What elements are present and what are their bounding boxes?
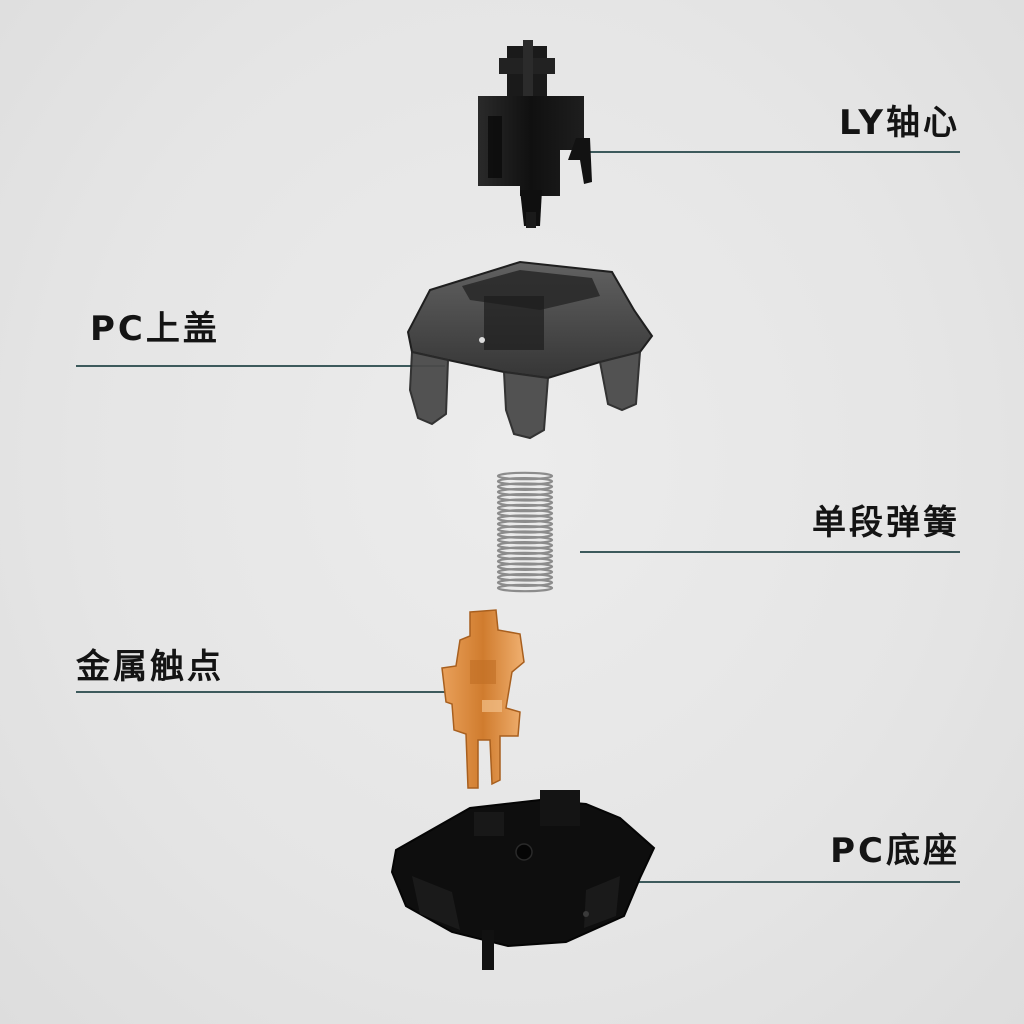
metal-contact-icon (442, 610, 524, 788)
spring-coil (498, 585, 552, 591)
stem-label: LY轴心 (839, 106, 960, 140)
top-housing-icon (408, 262, 652, 438)
contact-label: 金属触点 (76, 650, 224, 684)
switch-stem-icon (478, 40, 592, 228)
spring-icon (498, 473, 552, 591)
bottom-housing-label: PC底座 (830, 834, 960, 868)
spring-label: 单段弹簧 (812, 506, 960, 540)
bottom-housing-icon (392, 790, 654, 970)
top-housing-label: PC上盖 (90, 312, 220, 346)
